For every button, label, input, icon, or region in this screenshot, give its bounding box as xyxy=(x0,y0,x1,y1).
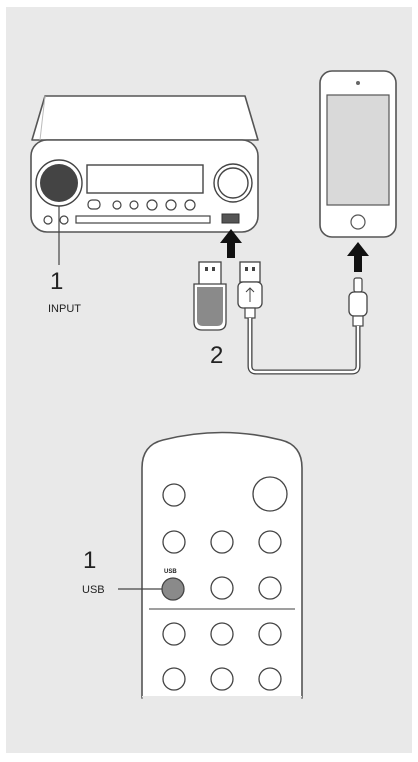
front-buttons xyxy=(87,199,196,211)
usb-button xyxy=(161,577,185,601)
usb-flash-drive-icon xyxy=(193,261,227,331)
usb-cable xyxy=(237,261,368,375)
remote-buttons xyxy=(162,476,288,691)
insert-arrows xyxy=(220,229,369,272)
step-usb-number: 1 xyxy=(83,547,96,574)
usb-button-print: USB xyxy=(164,569,177,575)
step-usb-label: USB xyxy=(82,584,105,596)
disc-slot xyxy=(75,215,211,224)
step-input-label: INPUT xyxy=(48,303,81,315)
display-window xyxy=(86,164,204,194)
usb-port xyxy=(221,213,240,224)
input-knob xyxy=(35,159,83,207)
step-input-number: 1 xyxy=(50,268,63,295)
step-connect-number: 2 xyxy=(210,342,223,369)
volume-knob xyxy=(213,163,253,203)
aux-jack xyxy=(59,215,69,225)
headphone-jack xyxy=(43,215,53,225)
smartphone xyxy=(319,70,397,238)
remote-control: USB xyxy=(141,431,303,699)
audio-unit xyxy=(30,95,259,233)
